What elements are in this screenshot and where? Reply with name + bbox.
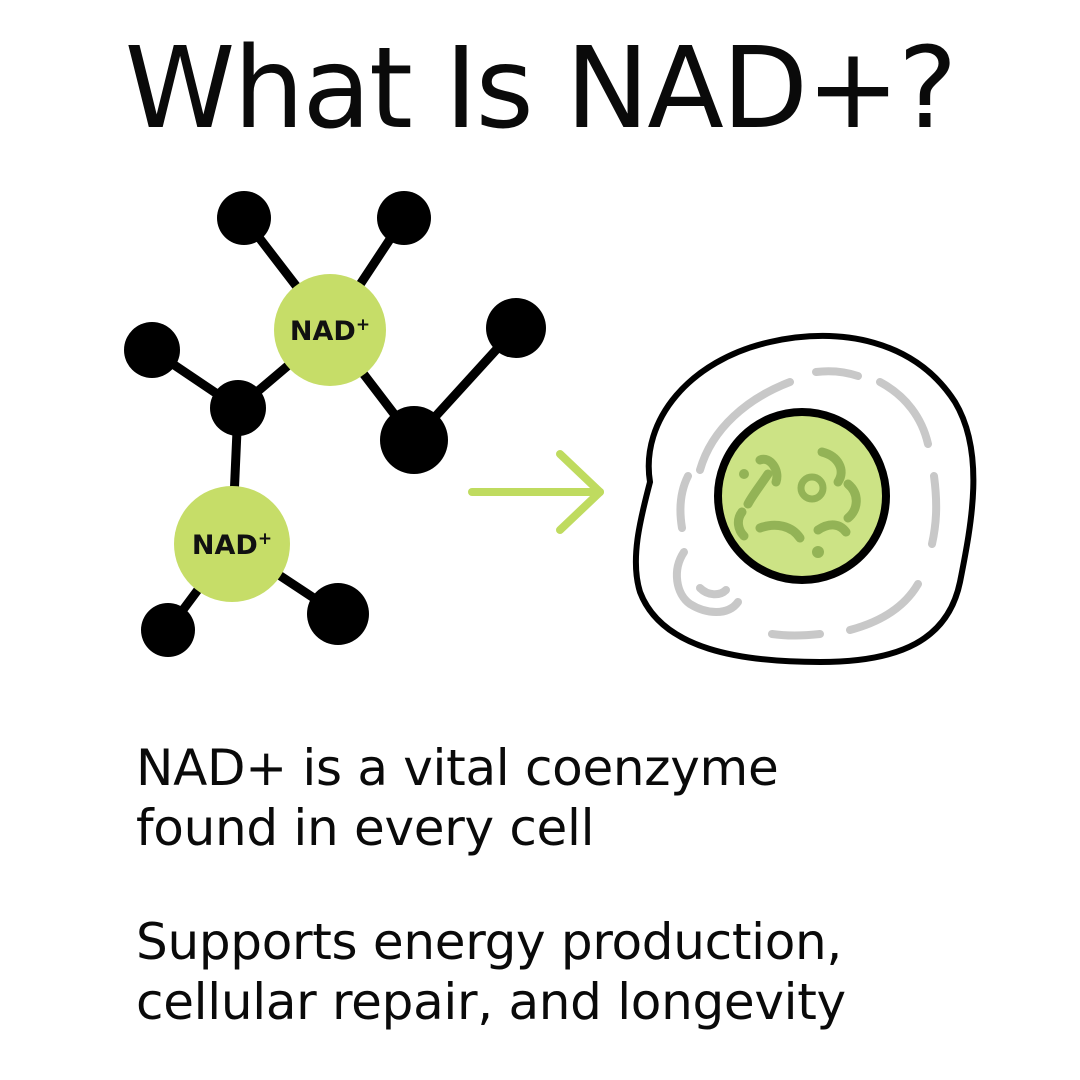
nucleus-dot	[812, 546, 824, 558]
description-benefits: Supports energy production, cellular rep…	[136, 912, 1036, 1032]
atom	[486, 298, 546, 358]
atom	[141, 603, 195, 657]
nad-node-bottom-label: NAD+	[192, 529, 272, 561]
atom	[307, 583, 369, 645]
nad-diagram: NAD+ NAD+	[0, 170, 1080, 710]
nucleolus	[797, 473, 827, 503]
nad-node-bottom: NAD+	[174, 486, 290, 602]
description-line: found in every cell	[136, 799, 595, 857]
atom	[380, 406, 448, 474]
page-title: What Is NAD+?	[124, 24, 958, 154]
nucleus-dot	[739, 469, 749, 479]
atom	[210, 380, 266, 436]
description-line: NAD+ is a vital coenzyme	[136, 739, 779, 797]
nad-node-top-label: NAD+	[290, 315, 370, 347]
nad-node-top: NAD+	[274, 274, 386, 386]
atom	[217, 191, 271, 245]
molecule-atoms	[124, 191, 546, 657]
cell-icon	[632, 332, 977, 666]
cell-cytoplasm-marks	[672, 367, 941, 640]
atom	[124, 322, 180, 378]
atom	[377, 191, 431, 245]
description-line: Supports energy production,	[136, 913, 842, 971]
description-line: cellular repair, and longevity	[136, 973, 846, 1031]
diagram-canvas: NAD+ NAD+	[124, 191, 977, 666]
molecule-icon: NAD+ NAD+	[124, 191, 546, 657]
description-coenzyme: NAD+ is a vital coenzyme found in every …	[136, 738, 1036, 858]
arrow-right-icon	[468, 450, 604, 534]
nucleus-organelles	[733, 447, 861, 543]
